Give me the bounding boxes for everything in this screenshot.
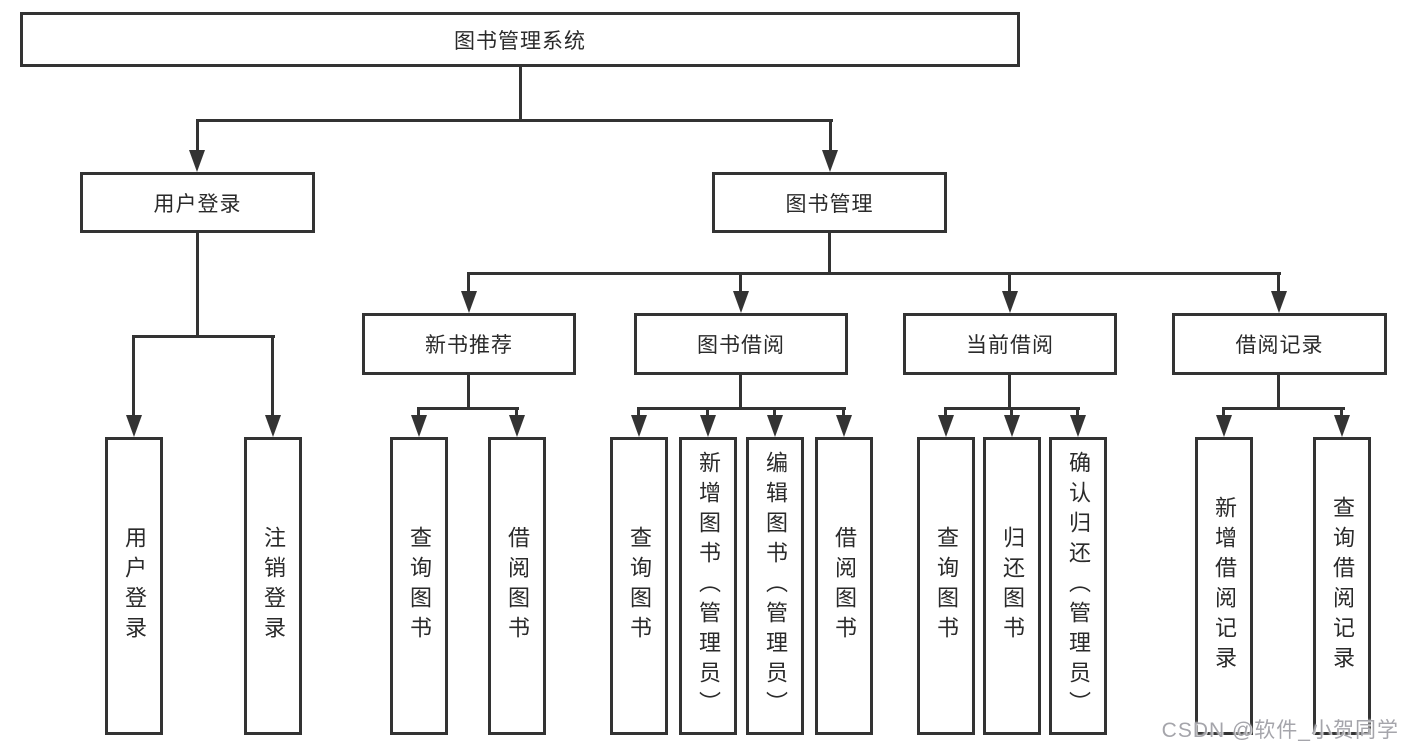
- connector-borrow-stub: [739, 272, 742, 296]
- connector-current-stub: [1008, 272, 1011, 296]
- arrow-down-icon: [411, 415, 427, 437]
- connector-borrow-drop: [739, 375, 742, 410]
- leaf-query-borrow-record: 查询借阅记录: [1313, 437, 1371, 735]
- leaf-label: 确认归还（管理员）: [1066, 451, 1091, 721]
- connector-current-drop: [1008, 375, 1011, 410]
- arrow-down-icon: [189, 150, 205, 172]
- leaf-add-borrow-record: 新增借阅记录: [1195, 437, 1253, 735]
- leaf-query-books-borrow: 查询图书: [610, 437, 668, 735]
- node-new-book-recommend: 新书推荐: [362, 313, 576, 375]
- leaf-logout: 注销登录: [244, 437, 302, 735]
- node-current-borrow: 当前借阅: [903, 313, 1117, 375]
- connector-book-mgmt-stub: [829, 119, 832, 155]
- leaf-label: 新增借阅记录: [1212, 496, 1237, 676]
- connector-recommend-drop: [467, 375, 470, 410]
- leaf-label: 借阅图书: [505, 526, 530, 646]
- leaf-confirm-return-admin: 确认归还（管理员）: [1049, 437, 1107, 735]
- arrow-down-icon: [126, 415, 142, 437]
- arrow-down-icon: [631, 415, 647, 437]
- connector-records-stub: [1277, 272, 1280, 296]
- leaf-label: 借阅图书: [832, 526, 857, 646]
- leaf-return-book: 归还图书: [983, 437, 1041, 735]
- connector-records-rail: [1222, 407, 1345, 410]
- connector-stub: [1076, 407, 1079, 419]
- arrow-down-icon: [509, 415, 525, 437]
- leaf-borrow-books: 借阅图书: [815, 437, 873, 735]
- leaf-label: 新增图书（管理员）: [696, 451, 721, 721]
- leaf-query-books-recommend: 查询图书: [390, 437, 448, 735]
- connector-borrow-rail: [637, 407, 846, 410]
- connector-stub: [515, 407, 518, 419]
- connector-stub: [773, 407, 776, 419]
- arrow-down-icon: [733, 291, 749, 313]
- leaf-label: 注销登录: [261, 526, 286, 646]
- arrow-down-icon: [767, 415, 783, 437]
- connector-records-drop: [1277, 375, 1280, 410]
- connector-stub: [1010, 407, 1013, 419]
- leaf-label: 查询图书: [934, 526, 959, 646]
- leaf-label: 用户登录: [122, 526, 147, 646]
- arrow-down-icon: [1216, 415, 1232, 437]
- connector-login-leaf1-stub: [132, 335, 135, 419]
- leaf-label: 归还图书: [1000, 526, 1025, 646]
- arrow-down-icon: [461, 291, 477, 313]
- leaf-add-book-admin: 新增图书（管理员）: [679, 437, 737, 735]
- leaf-edit-book-admin: 编辑图书（管理员）: [746, 437, 804, 735]
- connector-mgmt-drop: [828, 232, 831, 275]
- connector-stub: [637, 407, 640, 419]
- connector-level3-rail: [467, 272, 1281, 275]
- leaf-user-login: 用户登录: [105, 437, 163, 735]
- leaf-query-books-current: 查询图书: [917, 437, 975, 735]
- connector-login-rail: [133, 335, 275, 338]
- connector-stub: [1340, 407, 1343, 419]
- connector-stub: [417, 407, 420, 419]
- connector-level2-rail: [196, 119, 833, 122]
- arrow-down-icon: [265, 415, 281, 437]
- leaf-label: 编辑图书（管理员）: [763, 451, 788, 721]
- connector-stub: [842, 407, 845, 419]
- arrow-down-icon: [700, 415, 716, 437]
- connector-user-login-stub: [196, 119, 199, 155]
- connector-login-drop: [196, 232, 199, 338]
- arrow-down-icon: [1004, 415, 1020, 437]
- leaf-label: 查询图书: [407, 526, 432, 646]
- node-borrow-records: 借阅记录: [1172, 313, 1387, 375]
- node-root-library-system: 图书管理系统: [20, 12, 1020, 67]
- arrow-down-icon: [1334, 415, 1350, 437]
- connector-recommend-stub: [467, 272, 470, 296]
- arrow-down-icon: [822, 150, 838, 172]
- connector-recommend-rail: [417, 407, 519, 410]
- connector-stub: [1222, 407, 1225, 419]
- arrow-down-icon: [836, 415, 852, 437]
- arrow-down-icon: [1002, 291, 1018, 313]
- connector-root-drop: [519, 67, 522, 122]
- connector-stub: [706, 407, 709, 419]
- arrow-down-icon: [1271, 291, 1287, 313]
- leaf-label: 查询借阅记录: [1330, 496, 1355, 676]
- leaf-borrow-books-recommend: 借阅图书: [488, 437, 546, 735]
- connector-login-leaf2-stub: [271, 335, 274, 419]
- arrow-down-icon: [938, 415, 954, 437]
- csdn-watermark: CSDN @软件_小贺同学: [1161, 719, 1399, 742]
- node-user-login: 用户登录: [80, 172, 315, 233]
- arrow-down-icon: [1070, 415, 1086, 437]
- leaf-label: 查询图书: [627, 526, 652, 646]
- node-book-borrow: 图书借阅: [634, 313, 848, 375]
- connector-stub: [944, 407, 947, 419]
- node-book-management: 图书管理: [712, 172, 947, 233]
